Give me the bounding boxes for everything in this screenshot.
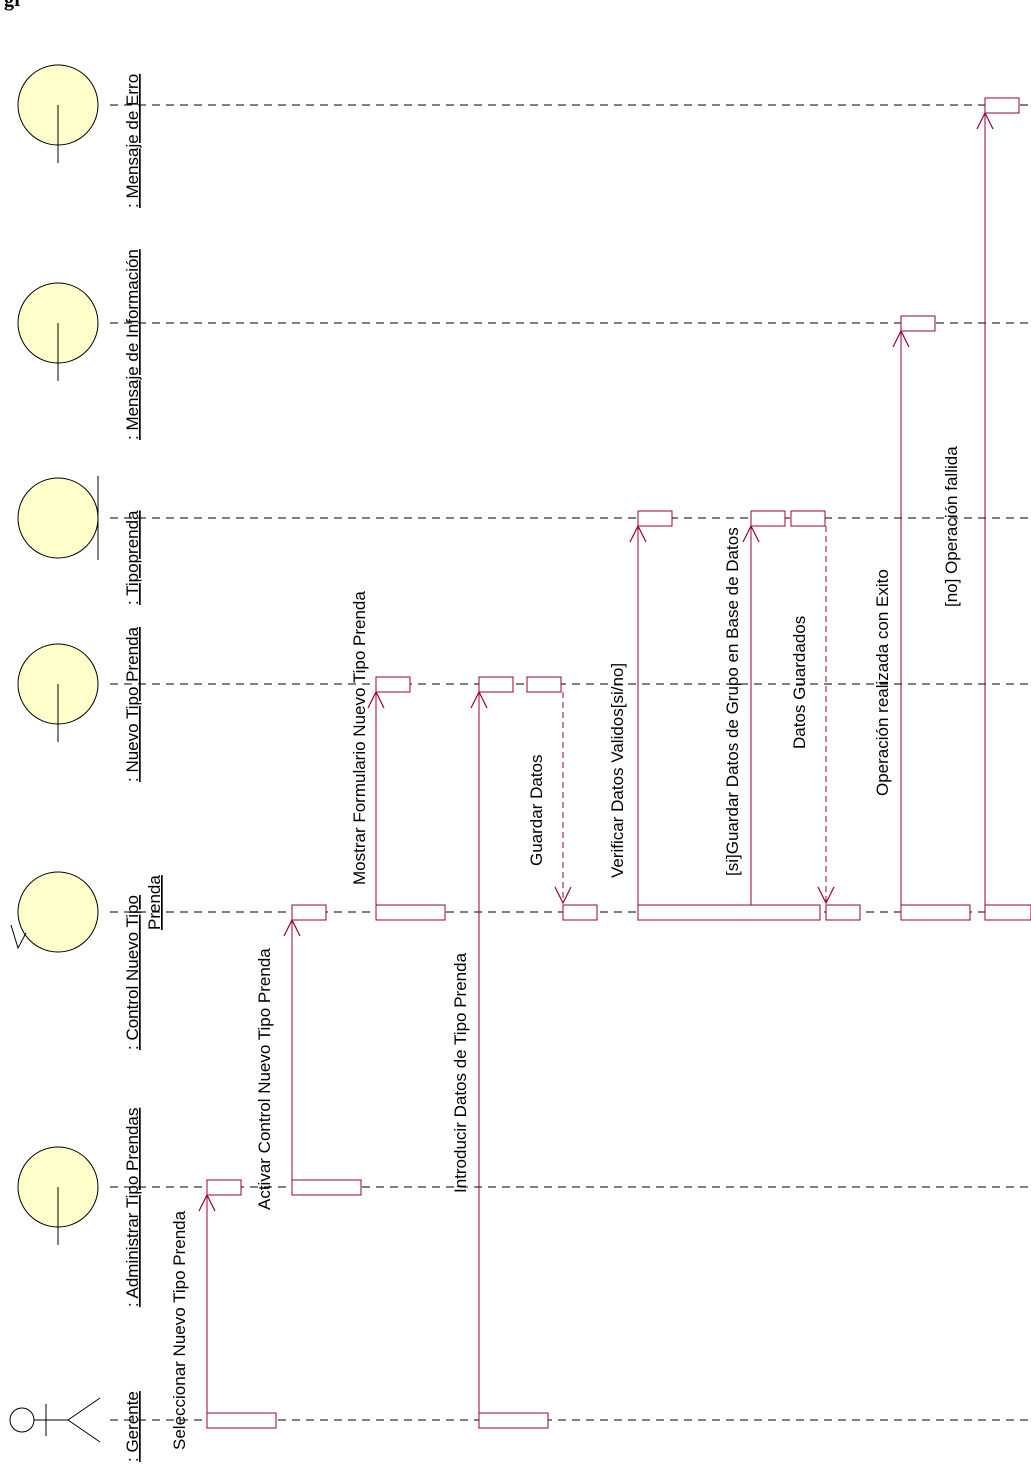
message-arrow-m4 [470, 690, 488, 1413]
message-arrow-m3 [367, 690, 385, 905]
control-icon [10, 871, 99, 953]
activation-control [825, 904, 861, 921]
object-name-gerente: : Gerente [123, 1391, 142, 1462]
message-arrow-m5 [554, 692, 572, 905]
activation-entity [750, 510, 786, 527]
activation-admin [291, 1179, 362, 1196]
object-name-info: : Mensaje de Información [123, 249, 142, 440]
actor-icon [9, 1397, 101, 1443]
message-label-m10: [no] Operación fallida [942, 446, 961, 607]
message-label-m3: Mostrar Formulario Nuevo Tipo Prenda [350, 591, 369, 885]
activation-control [562, 904, 598, 921]
activation-control [375, 904, 446, 921]
activation-info [900, 315, 936, 332]
message-label-m1: Seleccionar Nuevo Tipo Prenda [170, 1210, 189, 1450]
object-name-control: : Control Nuevo Tipo [123, 895, 142, 1050]
message-label-m8: Datos Guardados [790, 616, 809, 749]
activation-admin [206, 1179, 242, 1196]
message-label-m2: Activar Control Nuevo Tipo Prenda [255, 948, 274, 1210]
activation-entity [790, 510, 826, 527]
message-arrow-m8 [817, 526, 835, 905]
boundary-icon [17, 643, 99, 742]
object-name-error: : Mensaje de Erro [123, 74, 142, 208]
message-arrow-m7 [742, 524, 760, 905]
message-arrow-m10 [976, 111, 994, 905]
message-arrow-m1 [198, 1193, 216, 1413]
activation-form [478, 676, 514, 693]
activation-form [526, 676, 562, 693]
object-name-entity: : Tipoprenda [123, 510, 142, 605]
message-arrow-m6 [629, 524, 647, 905]
message-label-m9: Operación realizada con Exito [873, 569, 892, 796]
object-name-admin: : Administrar Tipo Prendas [123, 1108, 142, 1307]
activation-control [637, 904, 821, 921]
message-arrow-m9 [892, 329, 910, 905]
message-label-m7: [si]Guardar Datos de Grupo en Base de Da… [723, 527, 742, 876]
activation-gerente [478, 1412, 549, 1429]
entity-icon [17, 476, 99, 560]
object-name-control-line2: Prenda [145, 875, 164, 930]
message-arrow-m2 [283, 918, 301, 1180]
activation-error [984, 97, 1020, 114]
activation-form [375, 676, 411, 693]
activation-control [984, 904, 1031, 921]
header-fragment: gr [4, 0, 23, 11]
message-label-m5: Guardar Datos [527, 755, 546, 867]
activation-gerente [206, 1412, 277, 1429]
boundary-icon [17, 1146, 99, 1245]
activation-control [291, 904, 327, 921]
boundary-icon [17, 282, 99, 381]
message-label-m4: Introducir Datos de Tipo Prenda [451, 952, 470, 1193]
boundary-icon [17, 64, 99, 163]
activation-control [900, 904, 971, 921]
object-name-form: : Nuevo Tipo Prenda [123, 626, 142, 782]
activation-entity [637, 510, 673, 527]
message-label-m6: Verificar Datos Validos[si/no] [608, 663, 627, 878]
